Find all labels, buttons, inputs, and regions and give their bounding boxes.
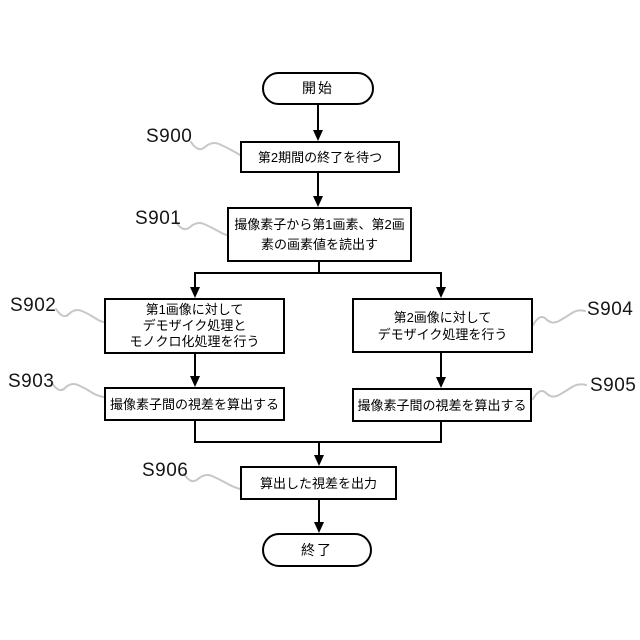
step-text: デモザイク処理と: [142, 318, 247, 333]
step-box-s903: 撮像素子間の視差を算出する: [104, 387, 285, 421]
leader-squiggle-s902: [55, 308, 105, 323]
step-box-s904: 第2画像に対して デモザイク処理を行う: [352, 298, 533, 353]
step-text: 第2期間の終了を待つ: [257, 149, 383, 165]
step-text: デモザイク処理を行う: [377, 326, 508, 342]
leader-squiggles: [51, 141, 587, 490]
step-label-s900: S900: [146, 126, 193, 147]
step-text: 撮像素子から第1画素、第2画: [234, 216, 405, 232]
step-label-s906: S906: [142, 460, 189, 481]
leader-squiggle-s900: [190, 141, 241, 156]
step-label-s903: S903: [8, 371, 55, 392]
flow-lines: [194, 105, 442, 524]
step-label-s902: S902: [10, 295, 57, 316]
start-terminal-label: 開始: [302, 80, 334, 96]
leader-squiggle-s904: [532, 309, 586, 326]
start-terminal: 開始: [262, 72, 374, 105]
step-text: モノクロ化処理を行う: [129, 334, 260, 349]
leader-squiggle-s906: [183, 473, 241, 490]
step-box-s901: 撮像素子から第1画素、第2画 素の画素値を読出す: [227, 207, 412, 262]
end-terminal: 終了: [262, 533, 372, 567]
leader-squiggle-s905: [532, 383, 587, 400]
step-text: 算出した視差を出力: [259, 475, 377, 491]
step-text: 第1画像に対して: [145, 302, 244, 317]
leader-squiggle-s903: [51, 382, 105, 398]
step-box-s906: 算出した視差を出力: [240, 466, 397, 500]
step-box-s900: 第2期間の終了を待つ: [240, 141, 400, 173]
step-text: 撮像素子間の視差を算出する: [109, 396, 279, 412]
step-text: 撮像素子間の視差を算出する: [357, 397, 527, 413]
arrow-heads: [190, 130, 446, 533]
step-label-s904: S904: [587, 299, 634, 320]
end-terminal-label: 終了: [301, 541, 333, 558]
step-box-s905: 撮像素子間の視差を算出する: [352, 388, 532, 422]
step-text: 素の画素値を読出す: [260, 236, 378, 252]
leader-squiggle-s901: [175, 221, 228, 236]
step-text: 第2画像に対して: [393, 309, 492, 325]
step-box-s902: 第1画像に対して デモザイク処理と モノクロ化処理を行う: [104, 298, 285, 354]
step-label-s905: S905: [590, 375, 637, 396]
step-label-s901: S901: [135, 208, 182, 229]
